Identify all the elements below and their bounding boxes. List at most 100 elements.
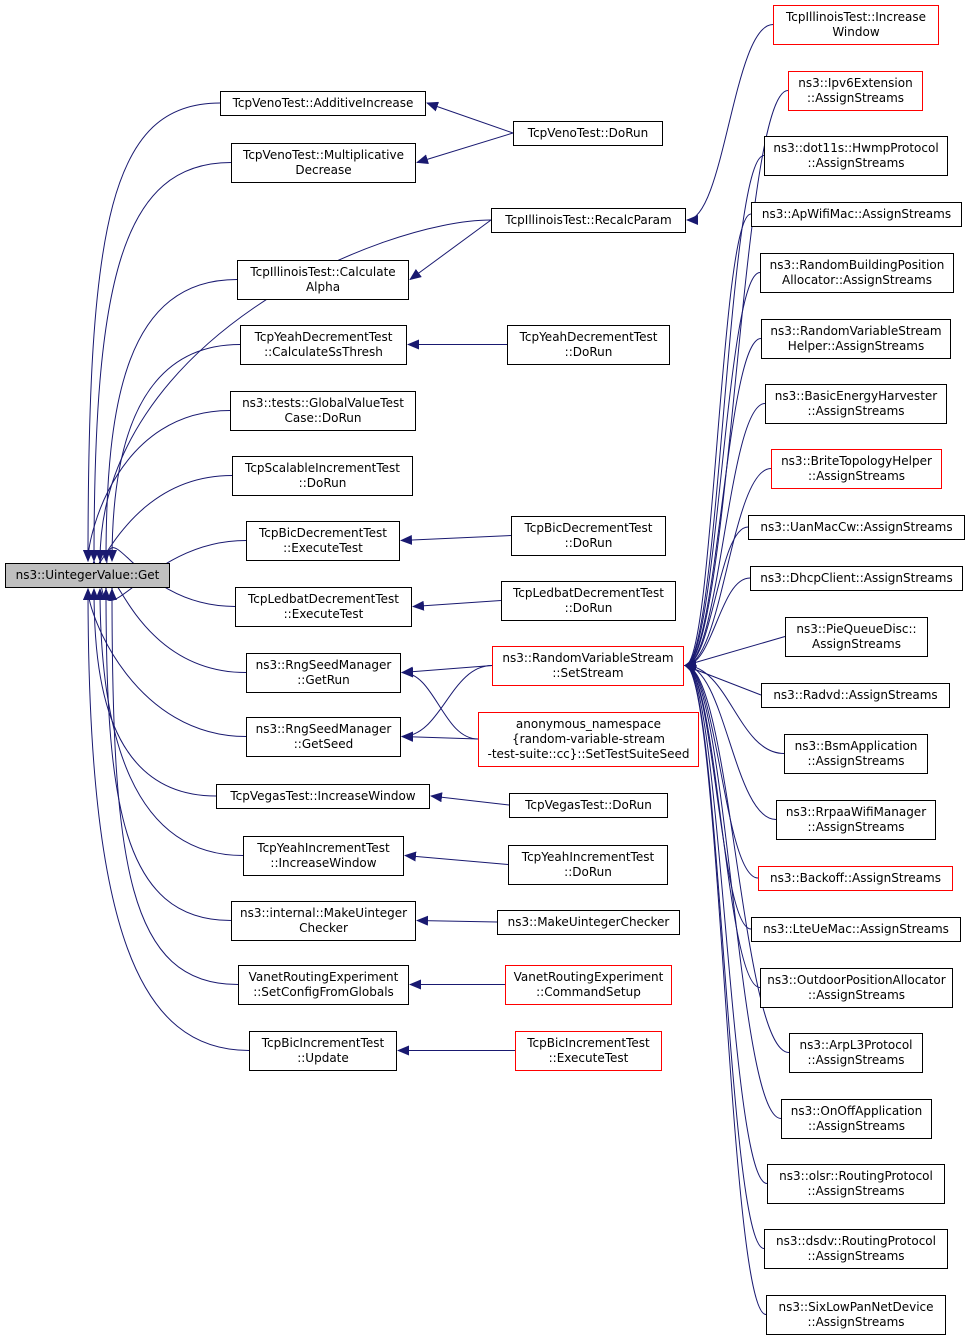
node-box-d6[interactable] xyxy=(492,646,684,686)
node-d2[interactable]: TcpIllinoisTest::RecalcParam xyxy=(491,208,686,233)
node-box-e19[interactable] xyxy=(781,1099,932,1139)
node-box-c14[interactable] xyxy=(238,965,409,1005)
node-c13[interactable]: ns3::internal::MakeUintegerChecker xyxy=(231,901,416,941)
node-e1[interactable]: TcpIllinoisTest::IncreaseWindow xyxy=(773,5,939,45)
node-e2[interactable]: ns3::Ipv6Extension::AssignStreams xyxy=(788,71,923,111)
node-box-e11[interactable] xyxy=(785,617,928,657)
node-box-c11[interactable] xyxy=(216,784,430,809)
node-box-e1[interactable] xyxy=(773,5,939,45)
node-c14[interactable]: VanetRoutingExperiment::SetConfigFromGlo… xyxy=(238,965,409,1005)
node-box-d5[interactable] xyxy=(501,581,676,621)
node-c1[interactable]: TcpVenoTest::AdditiveIncrease xyxy=(220,91,426,116)
node-e4[interactable]: ns3::ApWifiMac::AssignStreams xyxy=(751,202,962,227)
node-box-e13[interactable] xyxy=(784,734,928,774)
node-box-e17[interactable] xyxy=(760,968,953,1008)
node-e17[interactable]: ns3::OutdoorPositionAllocator::AssignStr… xyxy=(760,968,953,1008)
node-box-c8[interactable] xyxy=(235,587,412,627)
node-box-e20[interactable] xyxy=(767,1164,945,1204)
node-e20[interactable]: ns3::olsr::RoutingProtocol::AssignStream… xyxy=(767,1164,945,1204)
node-e13[interactable]: ns3::BsmApplication::AssignStreams xyxy=(784,734,928,774)
node-d1[interactable]: TcpVenoTest::DoRun xyxy=(513,121,663,146)
node-box-e15[interactable] xyxy=(758,866,953,891)
node-d8[interactable]: TcpVegasTest::DoRun xyxy=(509,793,668,818)
node-box-c12[interactable] xyxy=(243,836,404,876)
node-box-c3[interactable] xyxy=(237,260,409,300)
node-box-e5[interactable] xyxy=(760,253,954,293)
node-e12[interactable]: ns3::Radvd::AssignStreams xyxy=(761,683,950,708)
node-e11[interactable]: ns3::PieQueueDisc::AssignStreams xyxy=(785,617,928,657)
node-c12[interactable]: TcpYeahIncrementTest::IncreaseWindow xyxy=(243,836,404,876)
node-box-d10[interactable] xyxy=(497,910,680,935)
node-box-e9[interactable] xyxy=(748,515,965,540)
node-box-e4[interactable] xyxy=(751,202,962,227)
node-box-e22[interactable] xyxy=(766,1295,946,1335)
node-box-c10[interactable] xyxy=(246,717,401,757)
node-box-d4[interactable] xyxy=(511,516,666,556)
node-d7[interactable]: anonymous_namespace{random-variable-stre… xyxy=(478,712,699,767)
node-box-e16[interactable] xyxy=(751,917,961,942)
node-d5[interactable]: TcpLedbatDecrementTest::DoRun xyxy=(501,581,676,621)
node-box-e14[interactable] xyxy=(776,800,936,840)
node-c7[interactable]: TcpBicDecrementTest::ExecuteTest xyxy=(246,521,400,561)
node-d9[interactable]: TcpYeahIncrementTest::DoRun xyxy=(508,845,668,885)
node-root[interactable]: ns3::UintegerValue::Get xyxy=(5,563,170,588)
node-e18[interactable]: ns3::ArpL3Protocol::AssignStreams xyxy=(789,1033,923,1073)
node-e7[interactable]: ns3::BasicEnergyHarvester::AssignStreams xyxy=(765,384,947,424)
node-e3[interactable]: ns3::dot11s::HwmpProtocol::AssignStreams xyxy=(764,136,948,176)
node-e16[interactable]: ns3::LteUeMac::AssignStreams xyxy=(751,917,961,942)
node-box-c6[interactable] xyxy=(232,456,413,496)
node-box-d7[interactable] xyxy=(478,712,699,767)
node-e14[interactable]: ns3::RrpaaWifiManager::AssignStreams xyxy=(776,800,936,840)
node-c10[interactable]: ns3::RngSeedManager::GetSeed xyxy=(246,717,401,757)
node-box-e12[interactable] xyxy=(761,683,950,708)
node-e10[interactable]: ns3::DhcpClient::AssignStreams xyxy=(750,566,963,591)
node-box-c4[interactable] xyxy=(240,325,407,365)
node-box-e18[interactable] xyxy=(789,1033,923,1073)
node-box-e3[interactable] xyxy=(764,136,948,176)
node-box-c15[interactable] xyxy=(249,1031,397,1071)
node-d10[interactable]: ns3::MakeUintegerChecker xyxy=(497,910,680,935)
node-e9[interactable]: ns3::UanMacCw::AssignStreams xyxy=(748,515,965,540)
node-box-c9[interactable] xyxy=(246,653,401,693)
node-d12[interactable]: TcpBicIncrementTest::ExecuteTest xyxy=(515,1031,662,1071)
node-d6[interactable]: ns3::RandomVariableStream::SetStream xyxy=(492,646,684,686)
node-box-c5[interactable] xyxy=(230,391,416,431)
node-box-e6[interactable] xyxy=(761,319,951,359)
node-c6[interactable]: TcpScalableIncrementTest::DoRun xyxy=(232,456,413,496)
node-box-e7[interactable] xyxy=(765,384,947,424)
node-box-d8[interactable] xyxy=(509,793,668,818)
node-e21[interactable]: ns3::dsdv::RoutingProtocol::AssignStream… xyxy=(764,1229,948,1269)
node-box-e10[interactable] xyxy=(750,566,963,591)
node-box-d3[interactable] xyxy=(507,325,670,365)
node-box-d9[interactable] xyxy=(508,845,668,885)
node-box-d1[interactable] xyxy=(513,121,663,146)
node-e15[interactable]: ns3::Backoff::AssignStreams xyxy=(758,866,953,891)
node-e22[interactable]: ns3::SixLowPanNetDevice::AssignStreams xyxy=(766,1295,946,1335)
node-box-c7[interactable] xyxy=(246,521,400,561)
node-box-c1[interactable] xyxy=(220,91,426,116)
node-box-c2[interactable] xyxy=(231,143,416,183)
node-box-d12[interactable] xyxy=(515,1031,662,1071)
node-box-e21[interactable] xyxy=(764,1229,948,1269)
node-e6[interactable]: ns3::RandomVariableStreamHelper::AssignS… xyxy=(761,319,951,359)
node-box-c13[interactable] xyxy=(231,901,416,941)
node-d11[interactable]: VanetRoutingExperiment::CommandSetup xyxy=(505,965,672,1005)
node-box-d2[interactable] xyxy=(491,208,686,233)
node-d3[interactable]: TcpYeahDecrementTest::DoRun xyxy=(507,325,670,365)
node-c4[interactable]: TcpYeahDecrementTest::CalculateSsThresh xyxy=(240,325,407,365)
node-c9[interactable]: ns3::RngSeedManager::GetRun xyxy=(246,653,401,693)
node-c11[interactable]: TcpVegasTest::IncreaseWindow xyxy=(216,784,430,809)
node-box-e8[interactable] xyxy=(771,449,942,489)
node-c15[interactable]: TcpBicIncrementTest::Update xyxy=(249,1031,397,1071)
node-e19[interactable]: ns3::OnOffApplication::AssignStreams xyxy=(781,1099,932,1139)
node-box-root[interactable] xyxy=(5,563,170,588)
node-box-e2[interactable] xyxy=(788,71,923,111)
node-e8[interactable]: ns3::BriteTopologyHelper::AssignStreams xyxy=(771,449,942,489)
node-box-d11[interactable] xyxy=(505,965,672,1005)
node-c8[interactable]: TcpLedbatDecrementTest::ExecuteTest xyxy=(235,587,412,627)
node-d4[interactable]: TcpBicDecrementTest::DoRun xyxy=(511,516,666,556)
node-e5[interactable]: ns3::RandomBuildingPositionAllocator::As… xyxy=(760,253,954,293)
